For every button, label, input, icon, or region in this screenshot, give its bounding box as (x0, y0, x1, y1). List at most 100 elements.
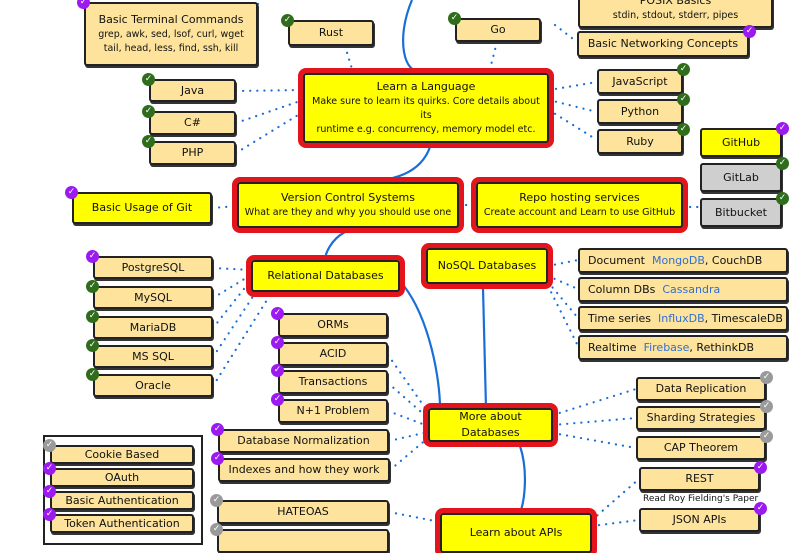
dotted-connector (551, 387, 638, 417)
node-github[interactable]: GitHub✓ (700, 122, 789, 157)
purple-check-badge-icon: ✓ (271, 336, 284, 349)
node-column[interactable]: Column DBs Cassandra (578, 277, 788, 302)
grey-check-badge-icon: ✓ (760, 371, 773, 384)
text: , TimescaleDB (704, 311, 783, 325)
node-sharding[interactable]: Sharding Strategies✓ (636, 400, 773, 430)
green-check-badge-icon: ✓ (677, 93, 690, 106)
node-cookie[interactable]: Cookie Based✓ (43, 439, 194, 464)
node-php[interactable]: PHP ✓ (142, 135, 236, 165)
node-label: Transactions (298, 375, 368, 389)
text: , RethinkDB (689, 340, 755, 354)
node-acid[interactable]: ACID✓ (271, 336, 388, 366)
node-nosql[interactable]: NoSQL Databases (421, 243, 553, 289)
node-label: Database Normalization (237, 434, 370, 448)
node-javascript[interactable]: JavaScript ✓ (597, 63, 690, 94)
node-bitbucket[interactable]: Bitbucket✓ (700, 192, 789, 227)
node-moredb[interactable]: More about Databases (423, 403, 558, 447)
node-label: Basic Networking Concepts (587, 37, 739, 51)
node-ruby[interactable]: Ruby✓ (597, 123, 690, 154)
node-nplus1[interactable]: N+1 Problem✓ (271, 393, 388, 423)
dotted-connector (388, 436, 430, 472)
node-relational[interactable]: Relational Databases (246, 255, 405, 297)
dotted-connector (551, 431, 638, 450)
node-cap[interactable]: CAP Theorem✓ (636, 430, 773, 460)
node-label: HATEOAS (277, 505, 329, 519)
node-rest[interactable]: REST✓ (639, 461, 767, 491)
link[interactable]: MongoDB (651, 253, 705, 267)
node-go[interactable]: Go✓ (448, 12, 541, 42)
node-oauth[interactable]: OAuth✓ (43, 462, 194, 487)
node-networking[interactable]: Basic Networking Concepts✓ (577, 25, 756, 57)
purple-check-badge-icon: ✓ (86, 250, 99, 263)
node-gitlab[interactable]: GitLab✓ (700, 157, 789, 192)
node-label: Ruby (626, 134, 654, 148)
green-check-badge-icon: ✓ (142, 105, 155, 118)
node-orms[interactable]: ORMs✓ (271, 307, 388, 337)
node-python[interactable]: Python ✓ (597, 93, 690, 124)
node-label: Relational Databases (267, 269, 384, 283)
node-normalization[interactable]: Database Normalization ✓ (211, 423, 389, 453)
dotted-connector (488, 40, 499, 71)
node-document[interactable]: Document MongoDB, CouchDB (578, 248, 788, 273)
node-timeseries[interactable]: Time series InfluxDB, TimescaleDB (578, 306, 788, 331)
green-check-badge-icon: ✓ (86, 280, 99, 293)
node-rust[interactable]: Rust✓ (281, 14, 374, 46)
node-jsonapi[interactable]: JSON APIs✓ (639, 502, 767, 532)
node-label: REST (685, 472, 714, 486)
node-label: Learn a Language (376, 80, 476, 94)
node-label: Rust (318, 26, 344, 40)
node-label: C# (184, 116, 201, 130)
node-realtime[interactable]: Realtime Firebase, RethinkDB (578, 335, 788, 360)
green-check-badge-icon: ✓ (142, 135, 155, 148)
text: Column DBs (588, 282, 663, 296)
node-tokenauth[interactable]: Token Authentication✓ (43, 508, 194, 533)
node-label: Indexes and how they work (228, 463, 380, 477)
node-label: PHP (181, 146, 204, 160)
node-java[interactable]: Java✓ (142, 73, 236, 102)
purple-check-badge-icon: ✓ (43, 462, 56, 475)
node-mariadb[interactable]: MariaDB✓ (86, 310, 213, 339)
node-label: Basic Terminal Commands (98, 13, 244, 27)
dotted-connector (590, 518, 641, 528)
purple-check-badge-icon: ✓ (211, 423, 224, 436)
dotted-connector (210, 204, 239, 210)
node-replication[interactable]: Data Replication✓ (636, 371, 773, 401)
node-mysql[interactable]: MySQL ✓ (86, 280, 213, 309)
dotted-connector (343, 44, 354, 71)
node-csharp[interactable]: C# ✓ (142, 105, 236, 135)
node-indexes[interactable]: Indexes and how they work ✓ (211, 452, 390, 482)
dotted-connector (234, 88, 305, 93)
node-description: What are they and why you should use one (244, 207, 452, 219)
green-check-badge-icon: ✓ (677, 63, 690, 76)
node-label: MySQL (134, 290, 172, 304)
node-label: Cookie Based (84, 447, 160, 461)
purple-check-badge-icon: ✓ (211, 452, 224, 465)
node-description: stdin, stdout, stderr, pipes (612, 10, 739, 22)
text: Document (588, 253, 652, 267)
node-transactions[interactable]: Transactions ✓ (271, 364, 388, 394)
node-label: Column DBs Cassandra (588, 282, 720, 298)
node-basicauth[interactable]: Basic Authentication✓ (43, 485, 194, 510)
dotted-connector (387, 430, 430, 443)
node-label: JavaScript (612, 74, 668, 88)
node-description: runtime e.g. concurrency, memory model e… (316, 123, 536, 135)
node-postgres[interactable]: PostgreSQL✓ (86, 250, 213, 279)
node-label: Python (620, 104, 660, 118)
green-check-badge-icon: ✓ (776, 157, 789, 170)
node-mssql[interactable]: MS SQL✓ (86, 339, 213, 368)
link[interactable]: InfluxDB (658, 311, 705, 325)
purple-check-badge-icon: ✓ (271, 364, 284, 377)
link[interactable]: Firebase (643, 340, 690, 354)
node-hateoas[interactable]: HATEOAS✓ (210, 494, 389, 524)
node-apis[interactable]: Learn about APIs (435, 508, 597, 553)
link[interactable]: Cassandra (662, 282, 721, 296)
node-description: Create account and Learn to use GitHub (483, 207, 676, 219)
node-git[interactable]: Basic Usage of Git✓ (65, 186, 212, 224)
dotted-connector (386, 353, 430, 414)
node-oracle[interactable]: Oracle✓ (86, 368, 213, 397)
